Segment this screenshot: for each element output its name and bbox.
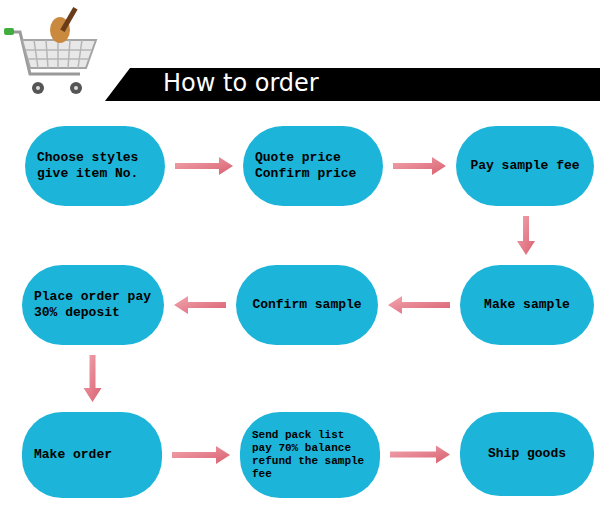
- flow-arrow: [84, 355, 102, 402]
- process-pill: Make order: [22, 412, 162, 498]
- step-text: Make order: [34, 447, 112, 463]
- process-pill: Quote price Confirm price: [243, 126, 383, 206]
- process-pill: Send pack list pay 70% balance refund th…: [240, 412, 380, 498]
- process-pill: Place order pay 30% deposit: [22, 265, 164, 345]
- flow-arrow: [174, 296, 226, 314]
- flow-arrow: [175, 157, 233, 175]
- step-text: Make sample: [484, 297, 570, 313]
- flow-arrow: [388, 296, 450, 314]
- process-pill: Pay sample fee: [456, 126, 594, 206]
- flow-arrow: [172, 446, 230, 464]
- cart-icon: [4, 7, 96, 94]
- step-text: Send pack list pay 70% balance refund th…: [252, 429, 368, 481]
- process-pill: Make sample: [460, 265, 594, 345]
- step-text: Pay sample fee: [470, 158, 579, 174]
- flow-arrow: [390, 446, 450, 464]
- page-title: How to order: [163, 66, 319, 100]
- process-pill: Choose styles give item No.: [25, 126, 165, 206]
- step-text: Confirm sample: [252, 297, 361, 313]
- flow-arrow: [393, 157, 446, 175]
- process-pill: Confirm sample: [236, 265, 378, 345]
- process-pill: Ship goods: [460, 412, 594, 496]
- flow-arrow: [517, 216, 535, 255]
- step-text: Quote price Confirm price: [255, 150, 371, 182]
- step-text: Ship goods: [488, 446, 566, 462]
- step-text: Choose styles give item No.: [37, 150, 153, 182]
- step-text: Place order pay 30% deposit: [34, 289, 152, 321]
